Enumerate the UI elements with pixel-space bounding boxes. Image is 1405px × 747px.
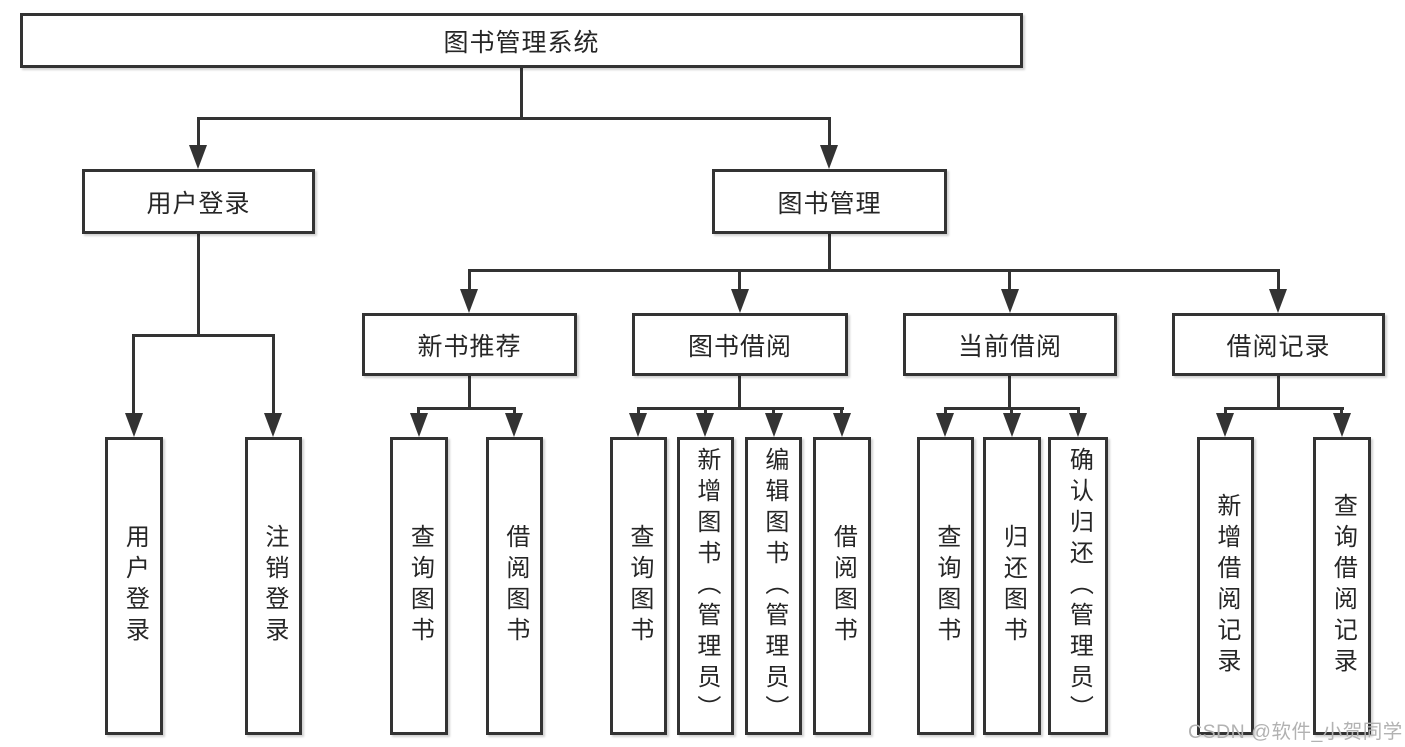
connector-drop — [513, 407, 516, 416]
connector-book-borrow-bar — [637, 407, 844, 410]
arrow-down-icon — [765, 413, 783, 437]
connector-new-book-rec-trunk — [468, 376, 471, 409]
csdn-watermark: CSDN @软件_小贺同学 — [1188, 721, 1403, 743]
connector-drop-book-mgmt — [828, 117, 831, 148]
connector-drop — [1077, 407, 1080, 416]
arrow-down-icon — [820, 145, 838, 169]
connector-root-trunk — [520, 68, 523, 118]
arrow-down-icon — [1269, 289, 1287, 313]
node-leaf-bb-query-book: 查询图书 — [610, 437, 667, 735]
arrow-down-icon — [1003, 413, 1021, 437]
connector-new-book-rec-bar — [417, 407, 516, 410]
node-borrow-records: 借阅记录 — [1172, 313, 1385, 376]
node-label: 确认归还（管理员） — [1065, 446, 1093, 726]
arrow-down-icon — [1001, 289, 1019, 313]
node-label: 图书管理 — [777, 189, 882, 218]
node-leaf-cb-return-book: 归还图书 — [983, 437, 1041, 735]
node-book-borrow: 图书借阅 — [632, 313, 848, 376]
connector-drop — [944, 407, 947, 416]
node-current-borrow: 当前借阅 — [903, 313, 1117, 376]
node-leaf-rec-borrow-book: 借阅图书 — [486, 437, 543, 735]
node-label: 当前借阅 — [957, 332, 1062, 361]
connector-drop — [1010, 407, 1013, 416]
arrow-down-icon — [629, 413, 647, 437]
arrow-down-icon — [936, 413, 954, 437]
node-label: 借阅图书 — [829, 524, 857, 648]
node-leaf-bb-edit-book: 编辑图书（管理员） — [745, 437, 802, 735]
arrow-down-icon — [833, 413, 851, 437]
node-label: 查询图书 — [406, 524, 434, 648]
arrow-down-icon — [264, 413, 282, 437]
arrow-down-icon — [1069, 413, 1087, 437]
node-label: 查询图书 — [625, 524, 653, 648]
arrow-down-icon — [125, 413, 143, 437]
node-label: 注销登录 — [260, 524, 288, 648]
connector-book-mgmt-trunk — [828, 234, 831, 271]
arrow-down-icon — [410, 413, 428, 437]
node-leaf-user-login: 用户登录 — [105, 437, 163, 735]
connector-drop — [704, 407, 707, 416]
connector-user-login-bar — [132, 334, 275, 337]
node-label: 借阅记录 — [1226, 332, 1331, 361]
node-leaf-cb-query-book: 查询图书 — [917, 437, 974, 735]
connector-root-bar — [197, 117, 831, 120]
node-leaf-bb-add-book: 新增图书（管理员） — [677, 437, 734, 735]
node-label: 用户登录 — [121, 524, 149, 648]
arrow-down-icon — [460, 289, 478, 313]
connector-drop-user-login — [197, 117, 200, 148]
connector-drop — [840, 407, 843, 416]
node-label: 查询图书 — [932, 524, 960, 648]
node-label: 编辑图书（管理员） — [760, 446, 788, 726]
node-label: 新书推荐 — [417, 332, 522, 361]
connector-current-borrow-trunk — [1008, 376, 1011, 409]
connector-book-mgmt-bar — [468, 269, 1280, 272]
connector-drop-new-book-rec — [468, 269, 471, 291]
connector-drop-book-borrow — [738, 269, 741, 291]
connector-drop-leaf-user-login — [132, 334, 135, 415]
node-book-mgmt: 图书管理 — [712, 169, 947, 234]
connector-drop — [772, 407, 775, 416]
connector-drop — [417, 407, 420, 416]
connector-borrow-records-trunk — [1277, 376, 1280, 409]
connector-drop — [637, 407, 640, 416]
node-user-login: 用户登录 — [82, 169, 315, 234]
arrow-down-icon — [1333, 413, 1351, 437]
node-label: 新增借阅记录 — [1212, 493, 1240, 679]
node-label: 归还图书 — [999, 524, 1027, 648]
connector-drop-leaf-logout — [272, 334, 275, 415]
node-leaf-bb-borrow-book: 借阅图书 — [813, 437, 871, 735]
node-label: 新增图书（管理员） — [692, 446, 720, 726]
node-label: 借阅图书 — [501, 524, 529, 648]
connector-book-borrow-trunk — [738, 376, 741, 409]
connector-drop — [1224, 407, 1227, 416]
connector-borrow-records-bar — [1224, 407, 1344, 410]
arrow-down-icon — [505, 413, 523, 437]
node-label: 图书管理系统 — [443, 28, 600, 57]
node-leaf-br-add-record: 新增借阅记录 — [1197, 437, 1254, 735]
node-label: 查询借阅记录 — [1329, 493, 1357, 679]
node-label: 图书借阅 — [687, 332, 792, 361]
arrow-down-icon — [696, 413, 714, 437]
connector-drop-borrow-records — [1277, 269, 1280, 291]
connector-drop-current-borrow — [1008, 269, 1011, 291]
node-leaf-cb-confirm-return: 确认归还（管理员） — [1048, 437, 1108, 735]
node-label: 用户登录 — [146, 189, 251, 218]
node-root-system: 图书管理系统 — [20, 13, 1023, 68]
node-new-book-rec: 新书推荐 — [362, 313, 577, 376]
node-leaf-br-query-record: 查询借阅记录 — [1313, 437, 1371, 735]
arrow-down-icon — [1216, 413, 1234, 437]
node-leaf-rec-query-book: 查询图书 — [390, 437, 448, 735]
arrow-down-icon — [189, 145, 207, 169]
connector-user-login-trunk — [197, 234, 200, 335]
arrow-down-icon — [731, 289, 749, 313]
connector-drop — [1340, 407, 1343, 416]
node-leaf-logout: 注销登录 — [245, 437, 302, 735]
